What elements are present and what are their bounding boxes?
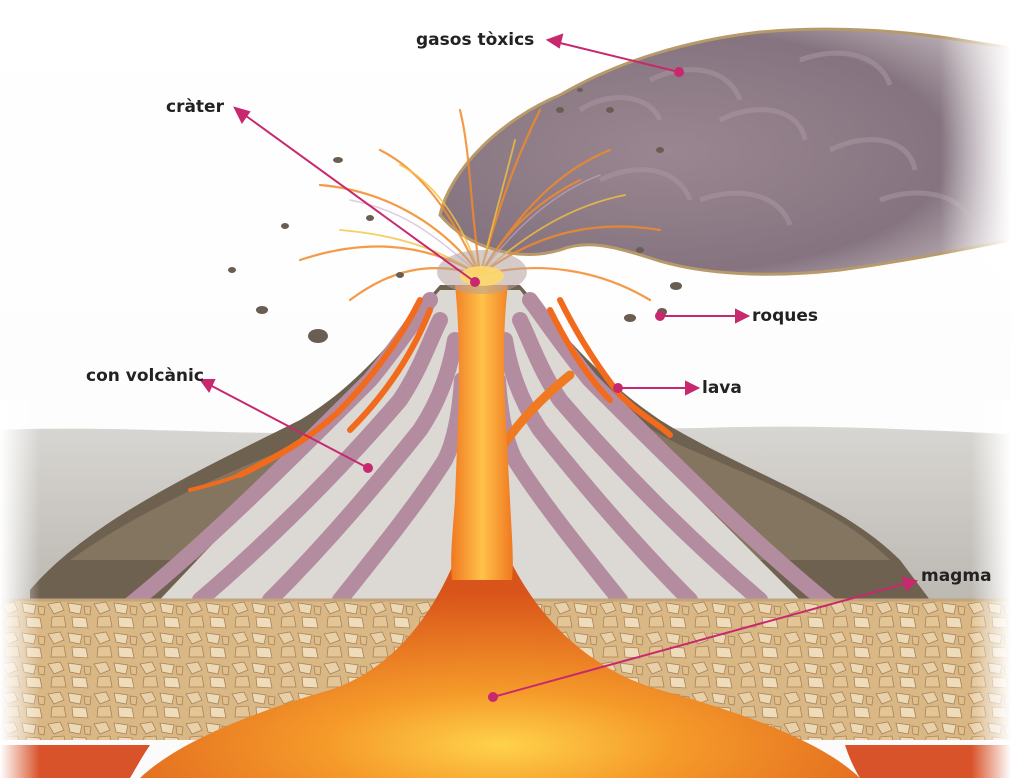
label-crater: cràter bbox=[166, 97, 224, 117]
label-con-volcanic: con volcànic bbox=[86, 366, 204, 386]
label-magma: magma bbox=[921, 566, 992, 586]
label-lava: lava bbox=[702, 378, 742, 398]
label-roques: roques bbox=[752, 306, 818, 326]
label-gasos-toxics: gasos tòxics bbox=[416, 30, 534, 50]
central-conduit bbox=[451, 285, 513, 580]
